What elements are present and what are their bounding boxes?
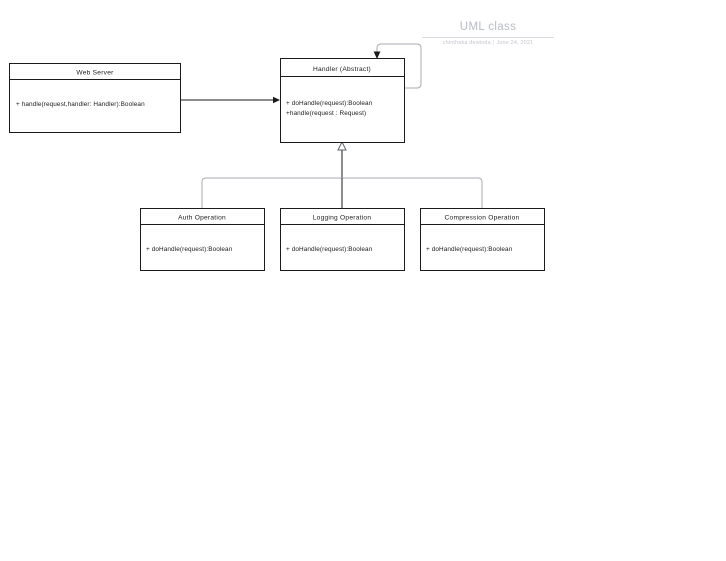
uml-member: +handle(request : Request) <box>286 110 366 117</box>
uml-member: + handle(request,handler: Handler):Boole… <box>16 101 145 108</box>
uml-member: + doHandle(request):Boolean <box>426 246 513 253</box>
publish-date: June 24, 2021 <box>496 40 534 46</box>
uml-class-name: Compression Operation <box>445 215 520 222</box>
byline-separator: | <box>492 40 495 46</box>
uml-class-name: Handler (Abstract) <box>313 66 371 73</box>
uml-class-web-server[interactable]: Web Server + handle(request,handler: Han… <box>9 63 181 133</box>
uml-member: + doHandle(request):Boolean <box>286 100 373 107</box>
uml-class-name: Auth Operation <box>178 215 226 222</box>
page-header: UML class chinthaka dewinda|June 24, 202… <box>422 20 554 46</box>
uml-class-name: Logging Operation <box>313 215 372 222</box>
page-title: UML class <box>459 21 517 33</box>
uml-class-name: Web Server <box>76 70 114 77</box>
uml-member: + doHandle(request):Boolean <box>146 246 233 253</box>
uml-class-logging-operation[interactable]: Logging Operation + doHandle(request):Bo… <box>280 208 405 271</box>
edge-webserver-to-handler <box>181 96 280 104</box>
author-name: chinthaka dewinda <box>442 40 491 46</box>
edge-handler-self-loop <box>373 43 422 89</box>
uml-member: + doHandle(request):Boolean <box>286 246 373 253</box>
uml-class-handler[interactable]: Handler (Abstract) + doHandle(request):B… <box>280 58 405 143</box>
uml-class-compression-operation[interactable]: Compression Operation + doHandle(request… <box>420 208 545 271</box>
uml-class-auth-operation[interactable]: Auth Operation + doHandle(request):Boole… <box>140 208 265 271</box>
header-byline: chinthaka dewinda|June 24, 2021 <box>422 40 554 46</box>
edge-generalization-bus <box>201 140 483 208</box>
header-divider <box>422 37 554 38</box>
